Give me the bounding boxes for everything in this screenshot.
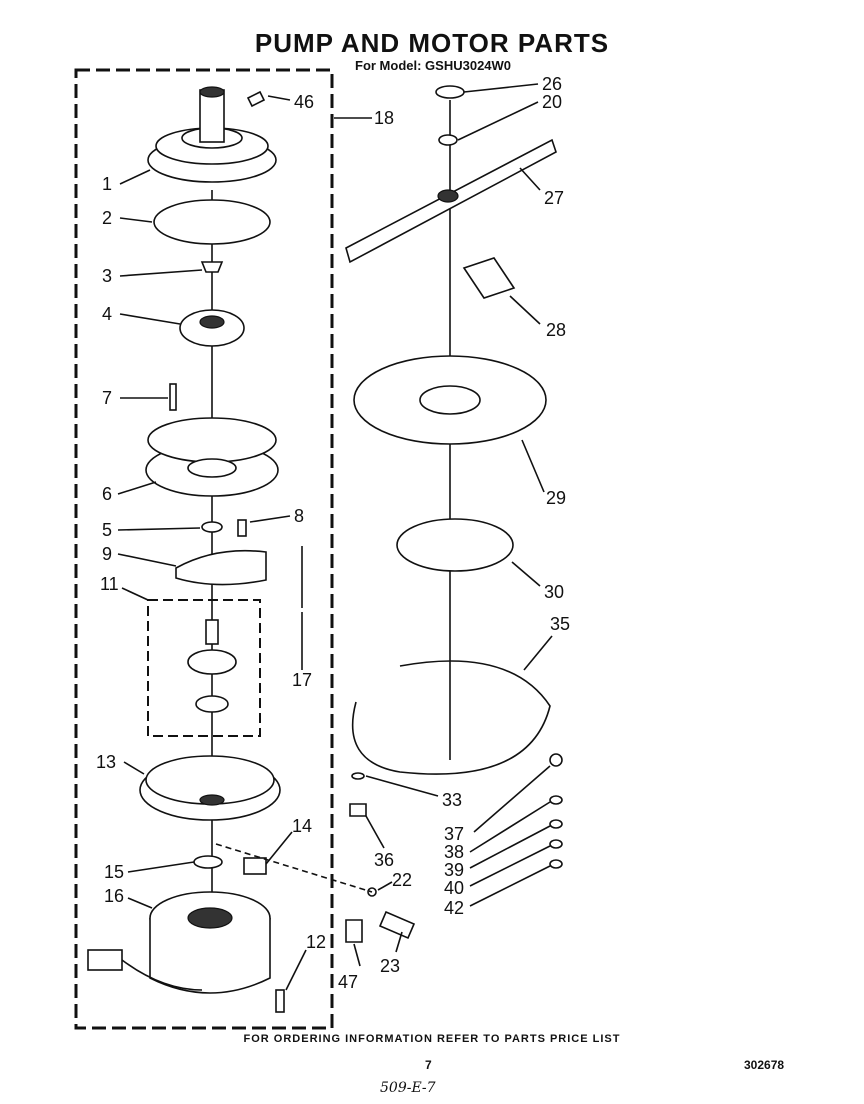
document-number: 302678 [744, 1058, 785, 1072]
callout-22: 23 [380, 956, 400, 976]
subassembly-outline [147, 599, 261, 737]
callout-7: 7 [102, 388, 112, 408]
part-30-ring [396, 518, 514, 572]
part-33-washer [351, 772, 365, 780]
callout-2: 2 [102, 208, 112, 228]
part-5-washer [201, 521, 223, 533]
callout-46: 46 [294, 92, 314, 112]
callout-42: 42 [444, 898, 464, 918]
callout-18: 18 [374, 108, 394, 128]
part-2-gasket [153, 199, 271, 245]
part-9-plate [175, 549, 267, 586]
part-38-washer [549, 795, 563, 805]
callout-47: 47 [338, 972, 358, 992]
callout-16: 16 [104, 886, 124, 906]
callout-26: 26 [542, 74, 562, 94]
part-20-washer [438, 134, 458, 146]
part-26-cap [435, 85, 465, 99]
part-1-pump-housing [147, 86, 277, 183]
part-35-bracket [349, 803, 367, 817]
callout-9: 9 [102, 544, 112, 564]
part-40-washer [549, 839, 563, 849]
callout-35: 36 [374, 850, 394, 870]
page-title: PUMP AND MOTOR PARTS [254, 28, 610, 58]
page-number: 7 [425, 1058, 432, 1072]
callout-23: 22 [392, 870, 412, 890]
part-3-screw [200, 261, 224, 273]
part-8-screw [237, 519, 247, 537]
ordering-info-note: FOR ORDERING INFORMATION REFER TO PARTS … [243, 1033, 621, 1045]
part-6-pump-base [145, 417, 279, 497]
callout-33: 33 [442, 790, 462, 810]
callout-27: 27 [544, 188, 564, 208]
part-39-washer [549, 819, 563, 829]
callout-labels: 46 1 2 3 4 7 6 5 8 9 11 17 13 15 16 14 1… [96, 74, 570, 992]
part-13-motor-mount [139, 755, 281, 821]
part-28-deflector [462, 257, 516, 299]
callout-20: 20 [542, 92, 562, 112]
part-47-clip [345, 919, 363, 943]
part-16-motor [149, 891, 271, 994]
callout-6: 6 [102, 484, 112, 504]
callout-13: 13 [96, 752, 116, 772]
callout-28: 28 [546, 320, 566, 340]
callout-38: 38 [444, 842, 464, 862]
callout-12: 12 [306, 932, 326, 952]
callout-36: 35 [550, 614, 570, 634]
model-subtitle: For Model: GSHU3024W0 [355, 58, 512, 73]
callout-3: 3 [102, 266, 112, 286]
callout-15: 15 [104, 862, 124, 882]
callout-4: 4 [102, 304, 112, 324]
part-11-rotor [187, 619, 237, 713]
part-14-block [243, 857, 267, 875]
callout-37: 37 [444, 824, 464, 844]
part-15-washer [193, 855, 223, 869]
part-36-heater [351, 660, 551, 775]
callout-11: 11 [100, 574, 119, 594]
callout-14: 14 [292, 816, 312, 836]
motor-connector [87, 949, 123, 971]
callout-17: 17 [292, 670, 312, 690]
callout-1: 1 [102, 174, 112, 194]
part-37-nut [549, 753, 563, 767]
part-22-sensor [378, 910, 416, 940]
part-42-nut [549, 859, 563, 869]
part-12-screw [275, 989, 285, 1013]
part-46-clip [246, 90, 266, 108]
callout-39: 39 [444, 860, 464, 880]
handwritten-note: 509-E-7 [380, 1080, 436, 1096]
callout-30: 30 [544, 582, 564, 602]
callout-8: 8 [294, 506, 304, 526]
callout-5: 5 [102, 520, 112, 540]
callout-29: 29 [546, 488, 566, 508]
assembly-outline [74, 68, 334, 1030]
callout-40: 40 [444, 878, 464, 898]
part-7-bolt [169, 383, 177, 411]
leader-lines [117, 83, 553, 991]
